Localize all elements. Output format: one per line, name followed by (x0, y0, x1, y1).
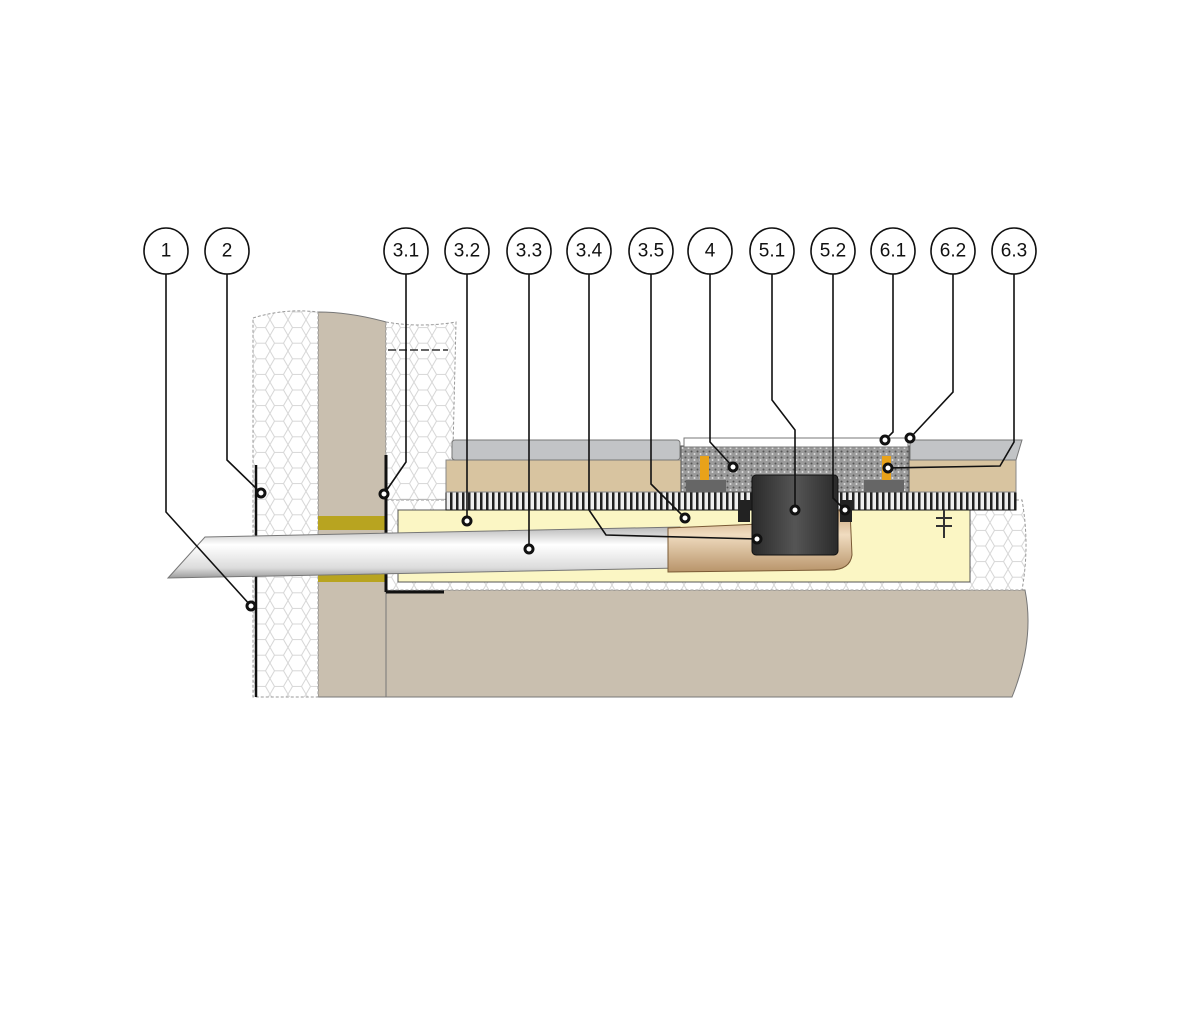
callout-3-3: 3.3 (506, 227, 552, 275)
callout-label: 3.5 (638, 241, 664, 262)
callout-2: 2 (204, 227, 250, 275)
wall-concrete (317, 311, 387, 698)
callout-label: 3.2 (454, 241, 480, 262)
callout-label: 1 (161, 241, 172, 262)
leader-lines (165, 274, 1015, 607)
drain-grate (683, 437, 909, 448)
callout-5-2: 5.2 (810, 227, 856, 275)
callout-3-4: 3.4 (566, 227, 612, 275)
callout-label: 6.2 (940, 241, 966, 262)
callout-5-1: 5.1 (749, 227, 795, 275)
callout-3-2: 3.2 (444, 227, 490, 275)
outer-insulation (252, 310, 319, 698)
floor-slab (317, 589, 1029, 698)
callout-6-2: 6.2 (930, 227, 976, 275)
callout-3-1: 3.1 (383, 227, 429, 275)
callout-label: 5.1 (759, 241, 785, 262)
tile-left (451, 439, 681, 461)
drainage-mat (445, 491, 1017, 511)
wall-seal-top (318, 516, 386, 530)
callout-label: 3.1 (393, 241, 419, 262)
callout-3-5: 3.5 (628, 227, 674, 275)
callout-6-3: 6.3 (991, 227, 1037, 275)
leader-dots (245, 432, 916, 612)
callout-4: 4 (687, 227, 733, 275)
callout-label: 6.3 (1001, 241, 1027, 262)
callout-label: 5.2 (820, 241, 846, 262)
callout-1: 1 (143, 227, 189, 275)
tile-right (909, 439, 1023, 461)
callout-label: 3.4 (576, 241, 603, 262)
callout-label: 6.1 (880, 241, 906, 262)
callout-label: 2 (222, 241, 233, 262)
callout-label: 3.3 (516, 241, 542, 262)
callout-6-1: 6.1 (870, 227, 916, 275)
callout-label: 4 (705, 241, 716, 262)
